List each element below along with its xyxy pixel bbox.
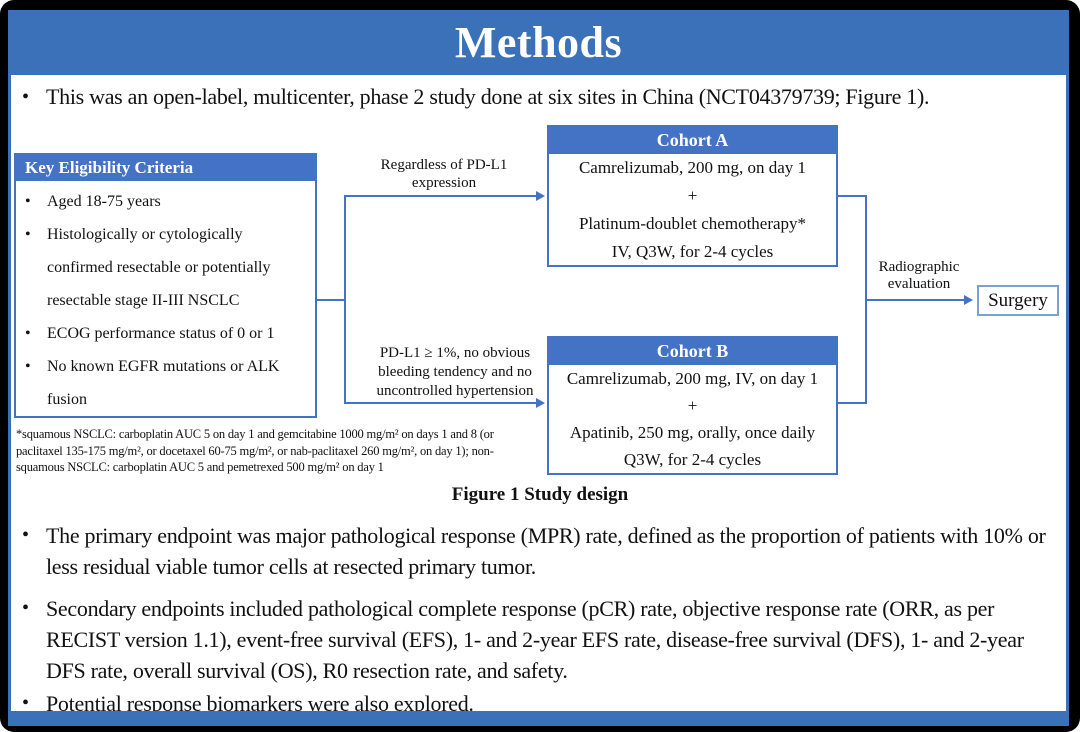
- cohort-b-body: Camrelizumab, 200 mg, IV, on day 1 + Apa…: [549, 365, 836, 473]
- figure-caption: Figure 1 Study design: [451, 484, 629, 505]
- connector-cohort-b-out: [838, 402, 867, 404]
- eligibility-item: • ECOG performance status of 0 or 1: [25, 317, 311, 350]
- bullet-marker: •: [25, 358, 31, 375]
- cohort-b-line: Apatinib, 250 mg, orally, once daily: [569, 423, 816, 442]
- surgery-box: Surgery: [977, 285, 1059, 316]
- figure-footnote: *squamous NSCLC: carboplatin AUC 5 on da…: [16, 427, 494, 474]
- intro-bullet-text: This was an open-label, multicenter, pha…: [46, 84, 930, 109]
- endpoint-primary-text: The primary endpoint was major pathologi…: [46, 523, 1046, 579]
- page-title: Methods: [454, 18, 623, 67]
- eligibility-item-text: Histologically or cytologically confirme…: [47, 226, 271, 309]
- arrowhead-cohort-b: [536, 398, 545, 408]
- bullet-marker: •: [25, 226, 31, 243]
- connector-cohort-a-out: [838, 195, 867, 197]
- endpoint-primary-bullet: • The primary endpoint was major patholo…: [22, 520, 1052, 582]
- cohort-b-line: +: [687, 396, 698, 415]
- evaluation-label: Radiographic evaluation: [878, 259, 960, 292]
- bullet-marker: •: [22, 692, 29, 714]
- cohort-a-line: IV, Q3W, for 2-4 cycles: [611, 242, 774, 261]
- cohort-b-line: Q3W, for 2-4 cycles: [623, 450, 762, 469]
- eligibility-item-text: Aged 18-75 years: [47, 193, 161, 210]
- intro-bullet: • This was an open-label, multicenter, p…: [22, 81, 1054, 113]
- bullet-marker: •: [22, 597, 29, 619]
- bullet-marker: •: [22, 86, 29, 108]
- bullet-marker: •: [25, 325, 31, 342]
- eligibility-item: • No known EGFR mutations or ALK fusion: [25, 350, 311, 416]
- branch-label-top: Regardless of PD-L1 expression: [380, 157, 508, 191]
- cohort-a-header: Cohort A: [549, 127, 836, 154]
- eligibility-body: • Aged 18-75 years • Histologically or c…: [16, 181, 315, 416]
- cohort-a-line: Platinum-doublet chemotherapy*: [578, 214, 807, 233]
- cohort-a-line: +: [687, 186, 698, 205]
- branch-label-bottom: PD-L1 ≥ 1%, no obvious bleeding tendency…: [376, 345, 534, 399]
- surgery-label: Surgery: [988, 289, 1048, 311]
- bullet-marker: •: [22, 524, 29, 546]
- cohort-a-body: Camrelizumab, 200 mg, on day 1 + Platinu…: [549, 154, 836, 266]
- eligibility-item: • Aged 18-75 years: [25, 185, 311, 218]
- eligibility-item-text: ECOG performance status of 0 or 1: [47, 325, 275, 342]
- connector-to-cohort-b: [344, 402, 538, 404]
- eligibility-box: Key Eligibility Criteria • Aged 18-75 ye…: [14, 153, 317, 418]
- arrowhead-cohort-a: [536, 191, 545, 201]
- eligibility-item-text: No known EGFR mutations or ALK fusion: [47, 358, 280, 408]
- connector-to-surgery: [865, 299, 966, 301]
- title-banner: Methods: [8, 10, 1069, 75]
- eligibility-item: • Histologically or cytologically confir…: [25, 218, 311, 317]
- cohort-a-box: Cohort A Camrelizumab, 200 mg, on day 1 …: [547, 125, 838, 267]
- endpoint-secondary-text: Secondary endpoints included pathologica…: [46, 596, 1024, 683]
- endpoint-secondary-bullet: • Secondary endpoints included pathologi…: [22, 593, 1052, 686]
- connector-eligibility-out: [317, 299, 345, 301]
- bullet-marker: •: [25, 193, 31, 210]
- cohort-b-line: Camrelizumab, 200 mg, IV, on day 1: [566, 369, 819, 388]
- cohort-a-line: Camrelizumab, 200 mg, on day 1: [578, 158, 807, 177]
- connector-to-cohort-a: [344, 195, 538, 197]
- bottom-accent-bar: [8, 711, 1069, 726]
- cohort-b-box: Cohort B Camrelizumab, 200 mg, IV, on da…: [547, 336, 838, 475]
- connector-branch-vertical: [344, 195, 346, 404]
- cohort-b-header: Cohort B: [549, 338, 836, 365]
- eligibility-header: Key Eligibility Criteria: [16, 155, 315, 181]
- arrowhead-surgery: [964, 295, 973, 305]
